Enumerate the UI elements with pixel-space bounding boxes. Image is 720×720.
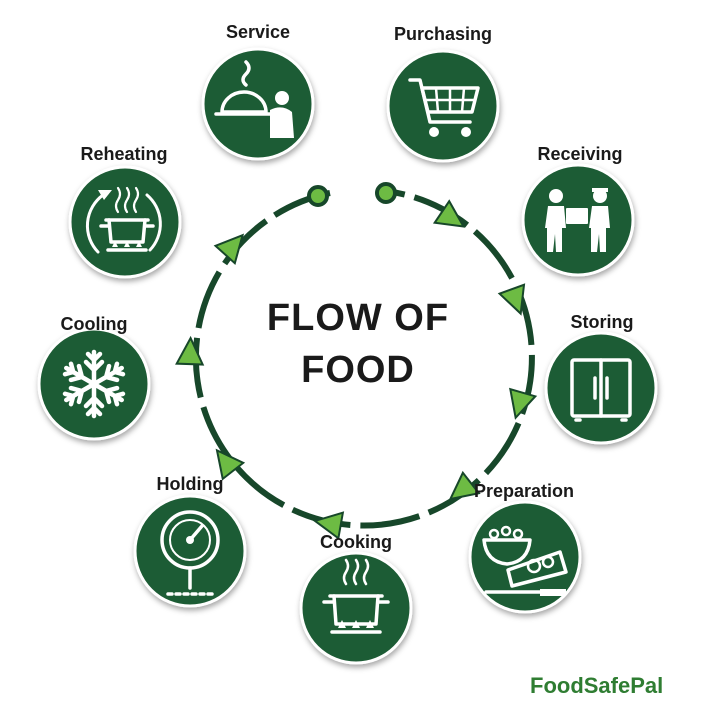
thermometer-gauge-icon bbox=[160, 510, 220, 596]
stage-purchasing: Purchasing bbox=[386, 24, 500, 163]
flow-arrow bbox=[509, 387, 538, 420]
stovetop-pot-icon bbox=[322, 558, 390, 634]
brand-name: FoodSafePal bbox=[530, 673, 663, 698]
stage-label: Cooking bbox=[320, 532, 392, 552]
flow-ring bbox=[192, 182, 535, 529]
flow-arrow bbox=[432, 199, 466, 228]
cloche-server-icon bbox=[214, 60, 294, 138]
foodsafepal-logo: FoodSafePal bbox=[530, 673, 663, 698]
stage-preparation: Preparation bbox=[468, 481, 582, 614]
stage-label: Reheating bbox=[80, 144, 167, 164]
stage-storing: Storing bbox=[544, 312, 658, 445]
stage-label: Holding bbox=[157, 474, 224, 494]
flow-arrow bbox=[175, 335, 205, 366]
ring-end-dot-right bbox=[375, 182, 397, 204]
stage-circle bbox=[299, 551, 413, 665]
stage-receiving: Receiving bbox=[521, 144, 635, 277]
stage-label: Service bbox=[226, 22, 290, 42]
stage-reheating: Reheating bbox=[68, 144, 182, 279]
shopping-cart-icon bbox=[408, 78, 480, 137]
title-line-2: FOOD bbox=[301, 349, 415, 391]
stage-circle bbox=[386, 49, 500, 163]
delivery-handoff-icon bbox=[545, 188, 610, 252]
stage-circle bbox=[201, 47, 315, 161]
flow-arrows bbox=[175, 199, 538, 541]
ring-end-dot-left bbox=[307, 185, 329, 207]
stage-label: Cooling bbox=[61, 314, 128, 334]
stage-label: Preparation bbox=[474, 481, 574, 501]
stage-circle bbox=[133, 494, 247, 608]
snowflake-icon bbox=[62, 349, 126, 419]
cutting-board-icon bbox=[482, 525, 568, 596]
stage-cooking: Cooking bbox=[299, 532, 413, 665]
flow-arrow bbox=[312, 511, 345, 541]
flow-arrow bbox=[448, 470, 481, 501]
stage-service: Service bbox=[201, 22, 315, 161]
reheat-pot-icon bbox=[85, 186, 162, 254]
stage-holding: Holding bbox=[133, 474, 247, 608]
refrigerator-icon bbox=[570, 358, 632, 422]
stage-label: Purchasing bbox=[394, 24, 492, 44]
flow-arrow bbox=[215, 448, 246, 481]
stage-cooling: Cooling bbox=[37, 314, 151, 441]
flow-arrow bbox=[497, 283, 526, 316]
flow-arrow bbox=[213, 233, 245, 266]
stage-label: Receiving bbox=[537, 144, 622, 164]
title-line-1: FLOW OF bbox=[267, 297, 449, 339]
stage-label: Storing bbox=[571, 312, 634, 332]
